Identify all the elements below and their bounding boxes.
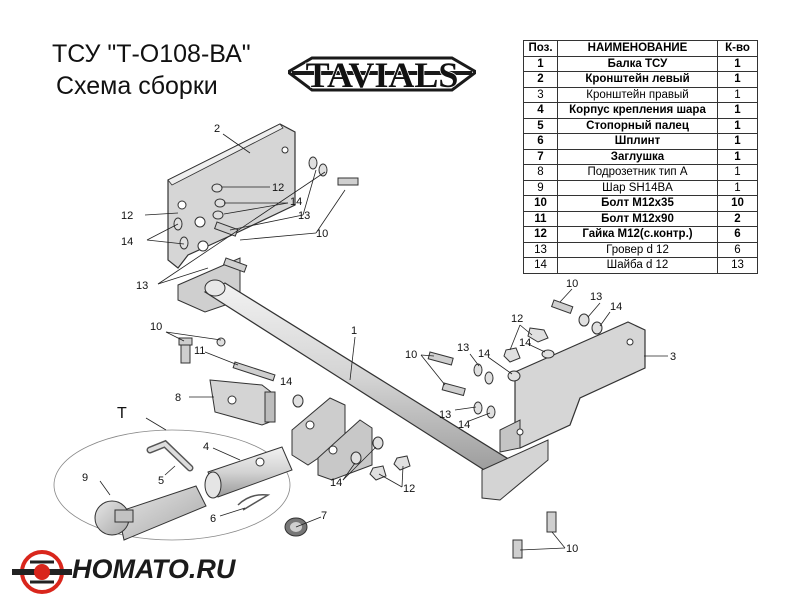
callout-12: 12 [121, 210, 133, 222]
callout-13: 13 [457, 342, 469, 354]
cell-name: Шар SH14BA [557, 179, 718, 196]
callout-7: 7 [321, 510, 327, 522]
callout-3: 3 [670, 351, 676, 363]
cell-name: Стопорный палец [557, 117, 718, 134]
callout-13: 13 [298, 210, 310, 222]
callout-8: 8 [175, 392, 181, 404]
callout-14: 14 [330, 477, 342, 489]
drawing-subtitle: Схема сборки [56, 72, 218, 100]
left-bracket [167, 123, 296, 269]
callout-12: 12 [511, 313, 523, 325]
callout-14: 14 [610, 301, 622, 313]
callout-labels: 2 12 12 14 14 13 10 13 1 3 10 11 14 8 Т … [82, 123, 676, 555]
callout-14: 14 [458, 419, 470, 431]
cell-name: Корпус крепления шара [557, 102, 718, 119]
cell-qty: 13 [717, 257, 758, 274]
washers-nuts [173, 156, 603, 481]
callout-9: 9 [82, 472, 88, 484]
main-beam [177, 257, 549, 501]
svg-text:TAVIALS: TAVIALS [306, 55, 459, 95]
callout-6: 6 [210, 513, 216, 525]
callout-13: 13 [439, 409, 451, 421]
tavials-logo: TAVIALS [288, 54, 476, 96]
callout-10: 10 [316, 228, 328, 240]
cell-name: Подрозетник тип А [557, 164, 718, 181]
bolts [178, 177, 574, 559]
callout-5: 5 [158, 475, 164, 487]
socket-plate [209, 379, 276, 426]
callout-13: 13 [590, 291, 602, 303]
callout-14: 14 [290, 196, 302, 208]
callout-14: 14 [519, 337, 531, 349]
callout-12: 12 [403, 483, 415, 495]
cell-qty: 1 [717, 71, 758, 88]
cell-pos: 14 [523, 257, 558, 274]
header-name: НАИМЕНОВАНИЕ [557, 40, 718, 57]
split-pin [237, 493, 271, 511]
cell-qty: 1 [717, 133, 758, 150]
homato-logo [12, 550, 72, 594]
callout-1: 1 [351, 325, 357, 337]
kit-label: Т [117, 405, 127, 422]
brand-text: НОМАТО.RU [72, 554, 236, 584]
leader-lines [99, 133, 668, 551]
callout-14: 14 [280, 376, 292, 388]
callout-11: 11 [194, 345, 205, 357]
kit-outline [53, 429, 291, 541]
callout-10: 10 [405, 349, 417, 361]
callout-12: 12 [272, 182, 284, 194]
ball-body [204, 446, 293, 499]
cell-name: Кронштейн левый [557, 71, 718, 88]
cell-name: Шайба d 12 [557, 257, 718, 274]
right-bracket [499, 321, 646, 453]
locking-pin [146, 439, 194, 472]
callout-13: 13 [136, 280, 148, 292]
tow-ball [94, 485, 207, 541]
drawing-title: ТСУ "Т-О108-ВА" [52, 40, 251, 68]
callout-10: 10 [566, 278, 578, 290]
callout-2: 2 [214, 123, 220, 135]
cell-name: Гайка М12(с.контр.) [557, 226, 718, 243]
callout-10: 10 [566, 543, 578, 555]
callout-14: 14 [478, 348, 490, 360]
callout-4: 4 [203, 441, 209, 453]
callout-14: 14 [121, 236, 133, 248]
callout-10: 10 [150, 321, 162, 333]
cell-qty: 10 [717, 195, 758, 212]
